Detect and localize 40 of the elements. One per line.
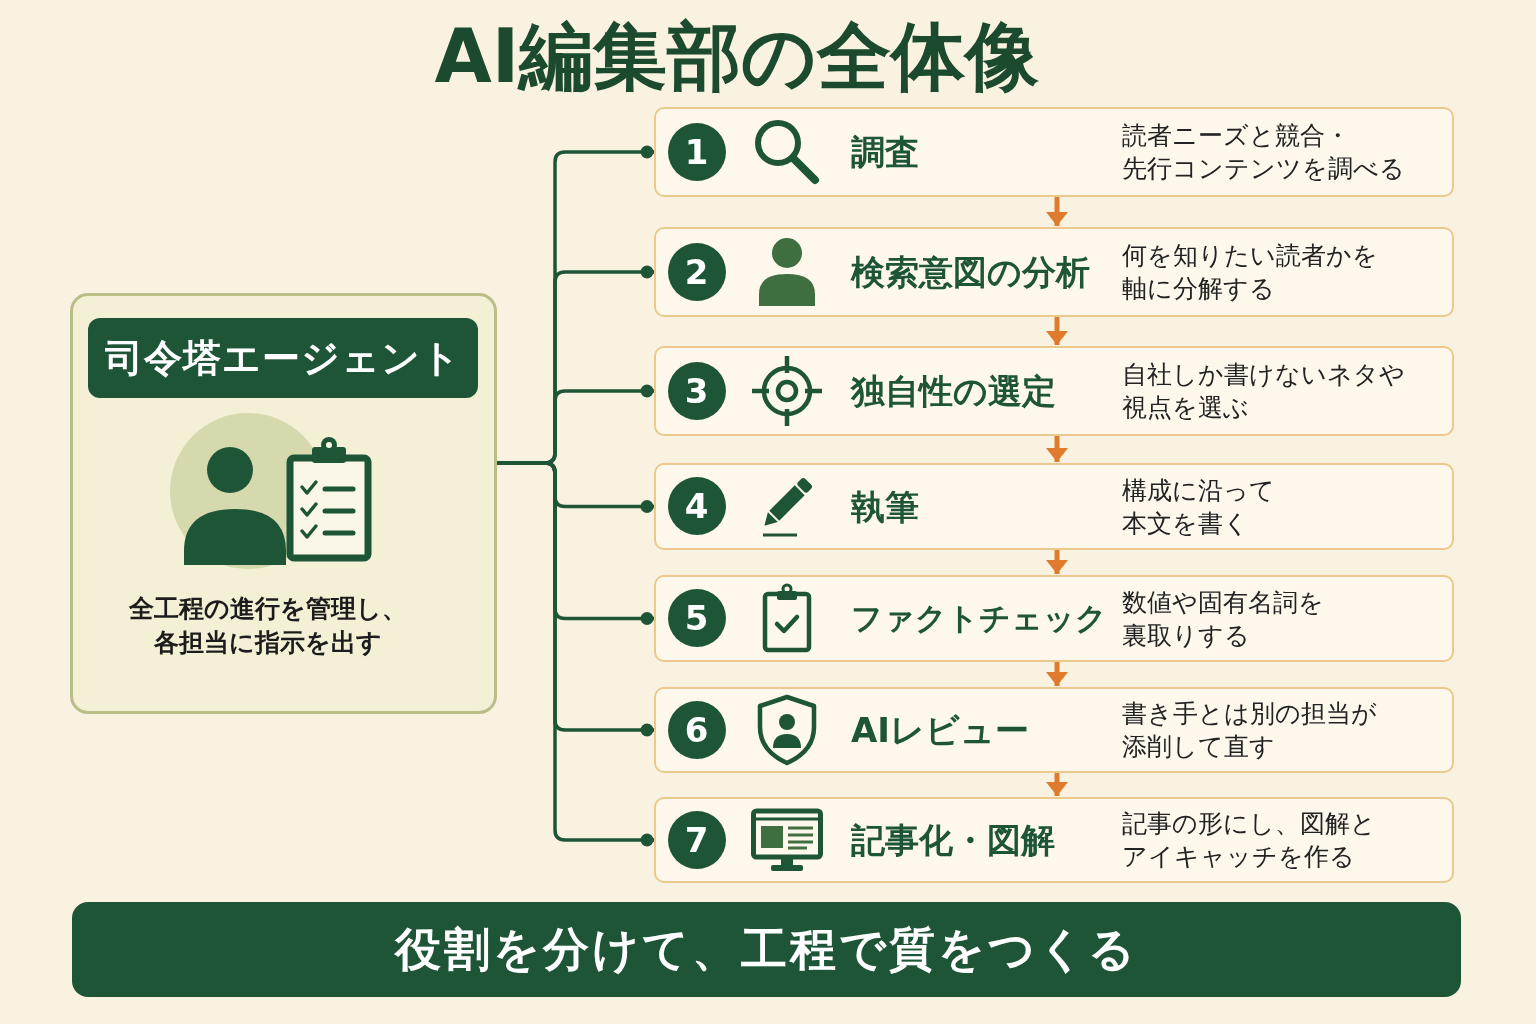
step-card (654, 575, 1454, 662)
agent-panel (70, 293, 497, 714)
arrow (1046, 436, 1068, 462)
agent-description: 全工程の進行を管理し、各担当に指示を出す (129, 593, 407, 659)
arrow (1046, 550, 1068, 574)
arrow (1046, 317, 1068, 345)
arrow (1046, 197, 1068, 226)
step-number: 7 (667, 810, 726, 869)
step-title: 検索意図の分析 (851, 251, 1090, 293)
step-number: 5 (667, 589, 726, 647)
step-title: 執筆 (851, 486, 919, 527)
step-title: 調査 (851, 131, 919, 173)
step-description: 記事の形にし、図解とアイキャッチを作る (1122, 808, 1376, 873)
arrow (1046, 662, 1068, 686)
step-card (654, 107, 1454, 197)
step-description: 構成に沿って本文を書く (1122, 474, 1275, 540)
step-card (654, 687, 1454, 773)
step-title: 記事化・図解 (851, 819, 1055, 861)
step-number: 3 (667, 361, 726, 420)
step-number: 4 (667, 477, 726, 535)
step-card (654, 463, 1454, 550)
step-title: AIレビュー (851, 709, 1029, 751)
step-number: 6 (667, 700, 726, 759)
step-card (654, 797, 1454, 883)
title: AI編集部の全体像 (434, 12, 1040, 101)
step-title: ファクトチェック (851, 599, 1107, 638)
connector-line (497, 461, 654, 847)
step-card (654, 346, 1454, 436)
step-description: 数値や固有名詞を裏取りする (1122, 586, 1324, 652)
step-title: 独自性の選定 (851, 370, 1056, 412)
agent-heading: 司令塔エージェント (88, 318, 478, 398)
step-number: 2 (667, 242, 726, 301)
step-description: 読者ニーズと競合・先行コンテンツを調べる (1122, 120, 1405, 185)
step-card (654, 227, 1454, 317)
step-description: 自社しか書けないネタや視点を選ぶ (1122, 359, 1405, 424)
arrow (1046, 773, 1068, 796)
slogan-banner: 役割を分けて、工程で質をつくる (72, 902, 1461, 997)
step-description: 何を知りたい読者かを軸に分解する (1122, 240, 1378, 305)
step-number: 1 (667, 122, 726, 181)
step-description: 書き手とは別の担当が添削して直す (1122, 698, 1377, 763)
